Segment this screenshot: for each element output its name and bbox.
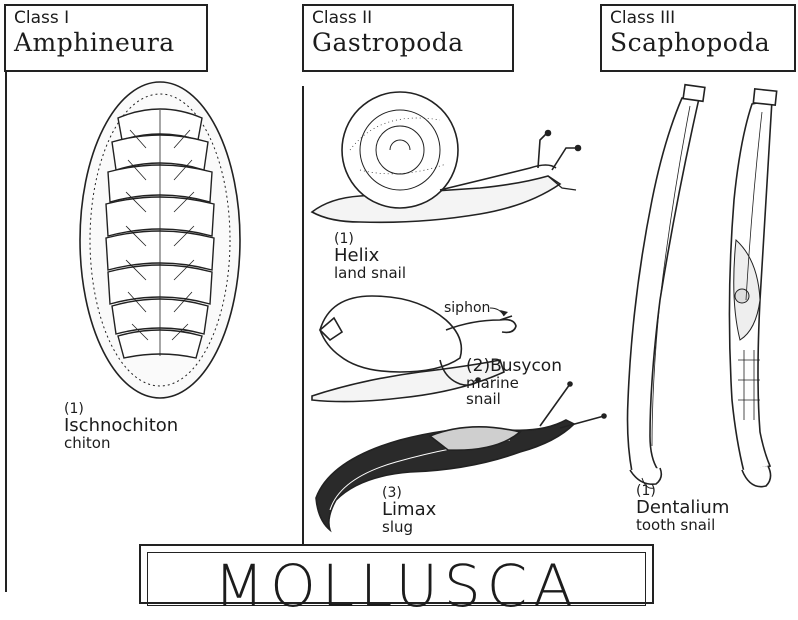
class-number: Class II <box>312 8 504 28</box>
specimen-genus: Ischnochiton <box>64 417 178 436</box>
annotation-siphon: siphon <box>444 300 490 316</box>
specimen-common-name: marine snail <box>466 376 546 408</box>
limax-illustration <box>316 382 606 530</box>
helix-illustration <box>312 92 581 222</box>
class-header-amphineura: Class I Amphineura <box>4 4 208 72</box>
class-number: Class I <box>14 8 198 28</box>
specimen-genus: Limax <box>382 501 436 520</box>
plate-title-box: MOLLUSCA <box>139 544 654 604</box>
dentalium-illustration <box>628 85 777 489</box>
specimen-common-name: land snail <box>334 266 406 282</box>
class-name: Amphineura <box>14 28 198 58</box>
label-helix: (1) Helix land snail <box>334 232 406 281</box>
label-limax: (3) Limax slug <box>382 486 436 535</box>
specimen-number: (2) <box>466 356 490 376</box>
chiton-illustration <box>80 82 240 398</box>
plate-title: MOLLUSCA <box>148 555 645 617</box>
class-name: Gastropoda <box>312 28 504 58</box>
class-header-gastropoda: Class II Gastropoda <box>302 4 514 72</box>
specimen-genus: Busycon <box>490 356 562 376</box>
specimen-genus: Helix <box>334 247 406 266</box>
specimen-common-name: slug <box>382 520 436 536</box>
label-ischnochiton: (1) Ischnochiton chiton <box>64 402 178 451</box>
label-busycon: (2)Busycon marine snail <box>466 358 562 407</box>
label-dentalium: (1) Dentalium tooth snail <box>636 484 729 533</box>
specimen-common-name: chiton <box>64 436 178 452</box>
specimen-common-name: tooth snail <box>636 518 729 534</box>
class-header-scaphopoda: Class III Scaphopoda <box>600 4 796 72</box>
class-number: Class III <box>610 8 786 28</box>
class-name: Scaphopoda <box>610 28 786 58</box>
specimen-genus: Dentalium <box>636 499 729 518</box>
